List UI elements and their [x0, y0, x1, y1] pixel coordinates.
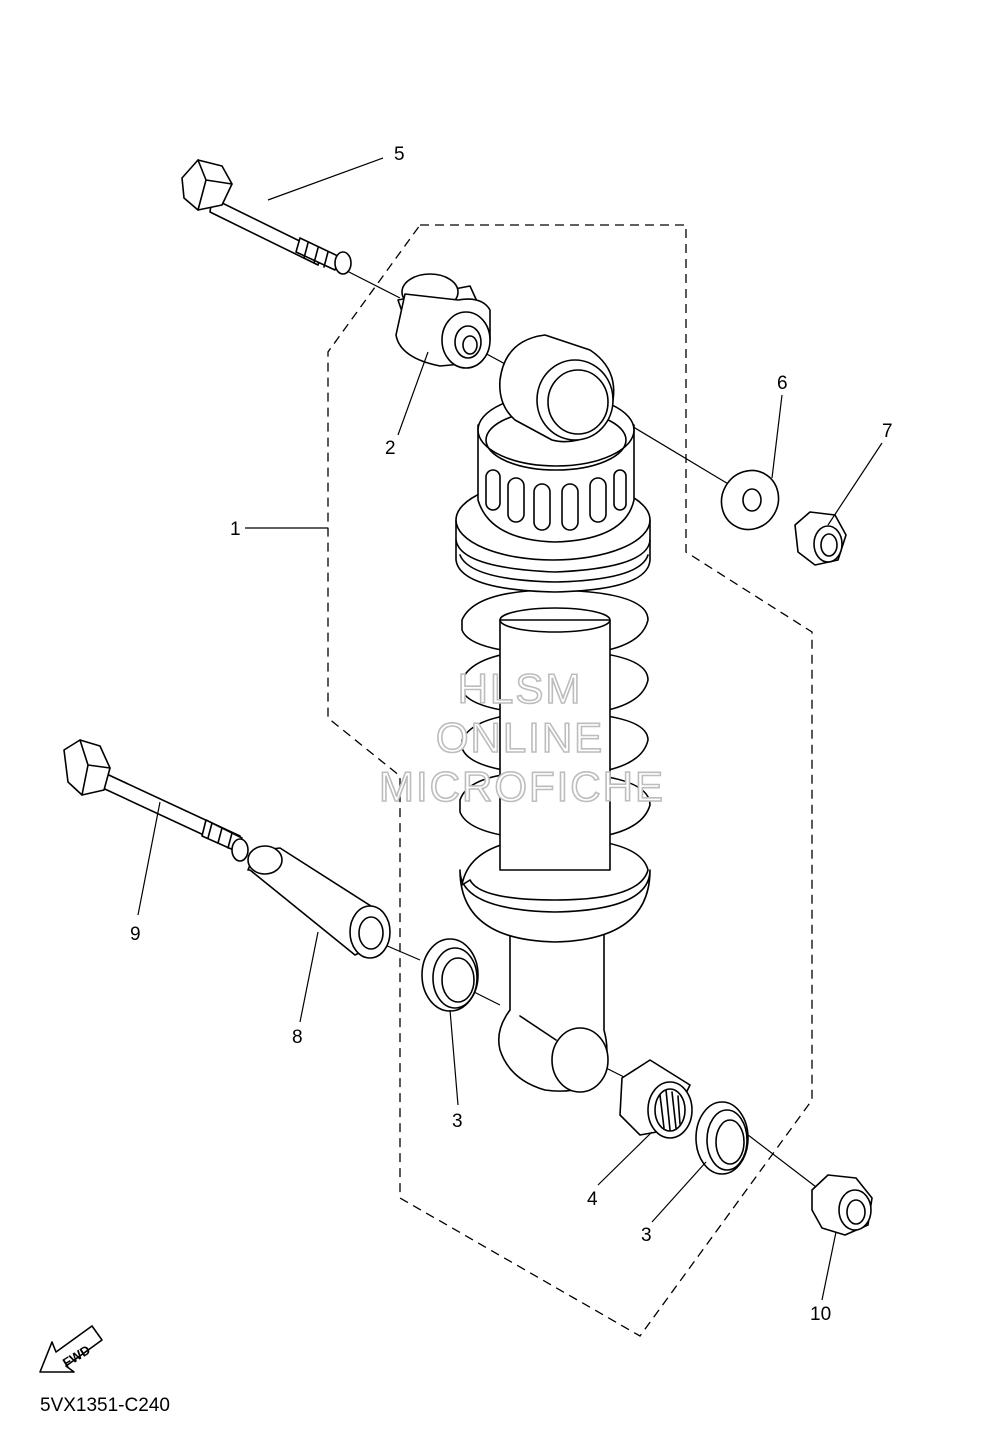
cap-slots: [485, 469, 627, 531]
watermark-line-2: ONLINE: [436, 714, 604, 761]
lower-nut: [811, 1174, 873, 1236]
callout-5: 5: [394, 144, 405, 165]
callout-6: 6: [777, 373, 788, 394]
watermark-line-1: HLSM: [458, 665, 583, 712]
shock-absorber: [455, 334, 651, 1093]
callout-7: 7: [882, 421, 893, 442]
callout-10: 10: [810, 1304, 831, 1325]
washer: [720, 469, 780, 531]
callout-1: 1: [230, 519, 241, 540]
callout-2: 2: [385, 438, 396, 459]
callout-3-right: 3: [641, 1225, 652, 1246]
callout-labels: 1 2 3 3 4 5 6 7 8 9 10: [130, 144, 893, 1325]
upper-collar: [395, 273, 491, 369]
upper-nut: [794, 511, 847, 566]
bearing: [619, 1059, 693, 1139]
watermark-line-3: MICROFICHE: [379, 763, 665, 810]
watermark: HLSM ONLINE MICROFICHE: [378, 664, 665, 811]
diagram-code: 5VX1351-C240: [40, 1395, 170, 1416]
oil-seal-left: [421, 938, 479, 1012]
callout-3-left: 3: [452, 1111, 463, 1132]
assembly-boundary: [327, 224, 813, 1337]
upper-bolt: [181, 159, 352, 275]
oil-seal-right: [695, 1101, 749, 1175]
lower-bolt: [63, 739, 249, 862]
callout-4: 4: [587, 1189, 598, 1210]
callout-9: 9: [130, 924, 141, 945]
callout-leaders: [137, 157, 883, 1301]
fwd-arrow-icon: FWD: [39, 1325, 103, 1373]
lower-collar: [247, 845, 391, 959]
callout-8: 8: [292, 1027, 303, 1048]
